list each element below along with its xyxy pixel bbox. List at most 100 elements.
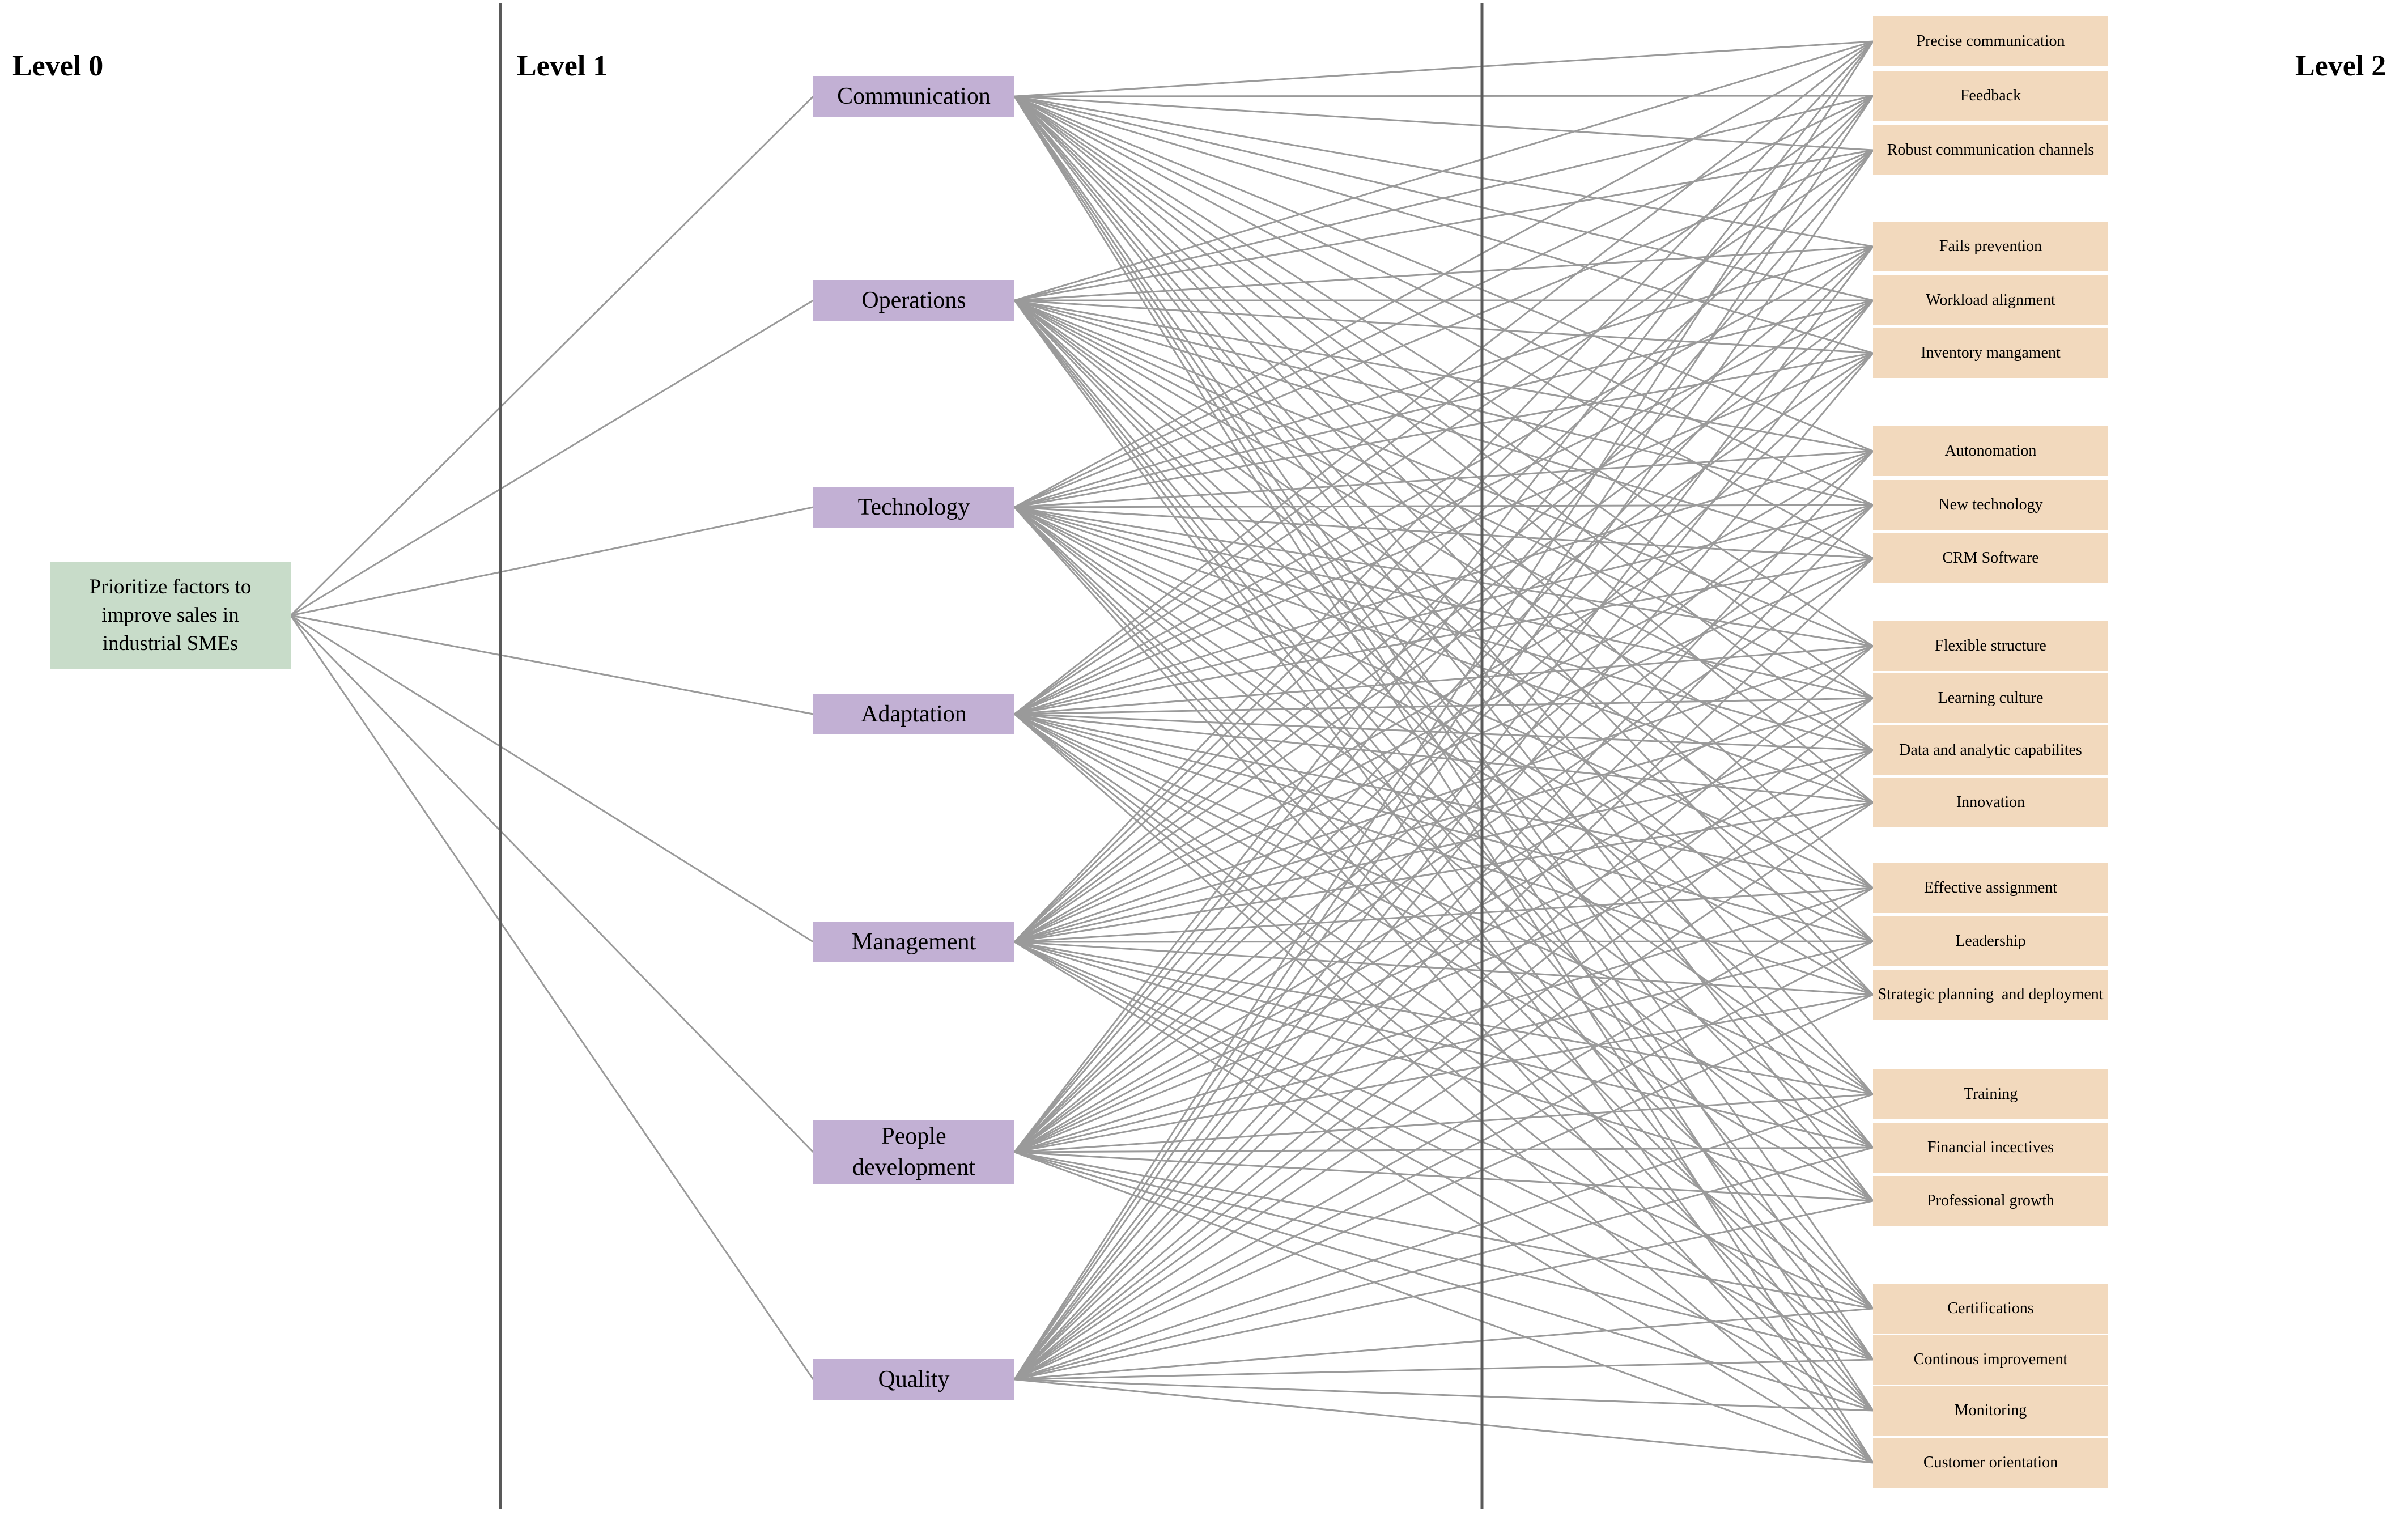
edge [1014, 299, 1874, 804]
edge [1014, 149, 1874, 301]
edge [1013, 96, 1874, 1095]
edge [1014, 557, 1874, 1153]
edge [1013, 95, 1874, 943]
edge [1014, 506, 1874, 804]
edge [1014, 1093, 1874, 1153]
level2-node: Feedback [1873, 71, 2108, 121]
edge [1014, 450, 1874, 715]
edge [1014, 749, 1874, 1381]
level2-node: Monitoring [1873, 1386, 2108, 1436]
edge [1014, 887, 1874, 1153]
edge [1013, 353, 1874, 1380]
edge [1014, 801, 1874, 1153]
level2-node: Flexible structure [1873, 621, 2108, 671]
level2-node: Fails prevention [1873, 222, 2108, 271]
level2-node: Learning culture [1873, 673, 2108, 723]
level2-node: Robust communication channels [1873, 125, 2108, 175]
edge [1014, 299, 1874, 647]
edge [1014, 450, 1874, 508]
edge [290, 614, 814, 715]
edge [1014, 941, 1874, 1310]
edge [1013, 150, 1874, 1153]
edge [1014, 1093, 1874, 1381]
edge [1013, 41, 1874, 1380]
edge [1013, 506, 1874, 1412]
edge [1014, 713, 1874, 1412]
edge [1014, 299, 1874, 506]
edge [290, 95, 814, 617]
edge [1014, 1151, 1874, 1202]
edge [1014, 95, 1874, 804]
edge [290, 506, 814, 617]
edge [1014, 504, 1874, 508]
edge [1014, 506, 1874, 751]
edge [1014, 713, 1874, 1202]
edge [1013, 96, 1874, 1201]
edge [1014, 749, 1874, 943]
edge [1014, 95, 1874, 715]
edge [1014, 95, 1874, 751]
edge [1014, 713, 1874, 751]
level1-node-operations: Operations [813, 280, 1014, 321]
edge [1014, 713, 1874, 804]
edge [1014, 40, 1874, 97]
edge [1014, 713, 1874, 1464]
edge [1014, 1307, 1874, 1381]
edge [1014, 645, 1874, 1153]
goal-node: Prioritize factors to improve sales in i… [50, 562, 291, 669]
level1-label: Level 1 [517, 50, 608, 82]
edge [1013, 245, 1874, 1153]
level2-node: Customer orientation [1873, 1438, 2108, 1488]
edge [1014, 713, 1874, 1095]
level2-node: Strategic planning and deployment [1873, 970, 2108, 1020]
edge [1014, 506, 1874, 699]
edge [1014, 95, 1874, 151]
level1-node-communication: Communication [813, 76, 1014, 117]
edge [1014, 352, 1874, 715]
edge [1014, 299, 1874, 508]
edge [1013, 506, 1874, 1361]
edge [1013, 299, 1874, 1153]
level2-node: Precise communication [1873, 16, 2108, 66]
edge [1014, 801, 1874, 1381]
edge [1014, 149, 1874, 715]
edge [290, 614, 814, 1153]
edge [1014, 40, 1874, 715]
edge [1014, 1151, 1874, 1361]
edge [1013, 96, 1874, 1463]
edge [1013, 150, 1874, 1380]
edge [1014, 993, 1874, 1381]
edge [1014, 1200, 1874, 1381]
edge [1014, 801, 1874, 943]
edge [1013, 557, 1874, 1381]
edge [1014, 697, 1874, 715]
edge [1014, 697, 1874, 1153]
level1-node-adaptation: Adaptation [813, 694, 1014, 734]
edge [1014, 1146, 1874, 1381]
edge [1014, 887, 1874, 1381]
edge [1014, 299, 1874, 452]
level2-node: CRM Software [1873, 533, 2108, 583]
level2-node: Leadership [1873, 916, 2108, 966]
edge [1013, 300, 1874, 1463]
level2-node: Certifications [1873, 1284, 2108, 1334]
edge [1014, 557, 1874, 943]
level2-node: Effective assignment [1873, 863, 2108, 913]
edge [1013, 504, 1874, 1381]
level2-node: Inventory mangament [1873, 328, 2108, 378]
edge [1013, 300, 1874, 1360]
edge [1014, 1146, 1874, 1153]
edge [1014, 299, 1874, 715]
edge [1014, 95, 1874, 301]
edge [1014, 245, 1874, 715]
edge [1014, 299, 1874, 751]
edge [1014, 749, 1874, 1153]
edge [1014, 645, 1874, 1381]
edge [1013, 95, 1874, 1380]
edge [1014, 40, 1874, 301]
edge [1013, 506, 1874, 1310]
edge [1014, 1378, 1874, 1464]
level2-node: Professional growth [1873, 1176, 2108, 1226]
edge [1013, 246, 1874, 1380]
